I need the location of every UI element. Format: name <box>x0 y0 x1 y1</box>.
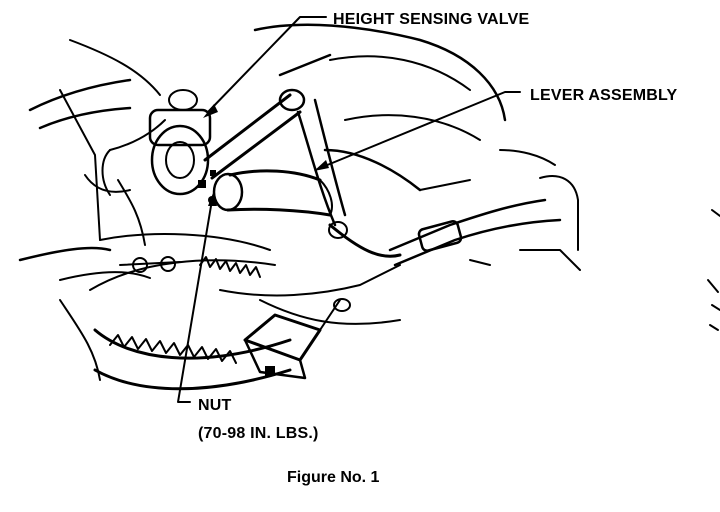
right-edge-marks <box>707 209 720 331</box>
link-rod-and-hose <box>119 175 581 325</box>
figure-caption: Figure No. 1 <box>287 469 380 486</box>
axle-drum <box>59 256 292 391</box>
height-sensing-valve-label: HEIGHT SENSING VALVE <box>333 11 529 28</box>
lever-assembly-label: LEVER ASSEMBLY <box>530 87 678 104</box>
air-cylinder <box>212 169 333 217</box>
frame-structure <box>18 23 556 291</box>
mounting-bracket <box>243 298 351 380</box>
leader-lines <box>177 16 521 403</box>
nut-label: NUT <box>198 397 232 414</box>
height-sensing-valve-body <box>101 89 212 246</box>
nut-torque-label: (70-98 IN. LBS.) <box>198 425 319 442</box>
